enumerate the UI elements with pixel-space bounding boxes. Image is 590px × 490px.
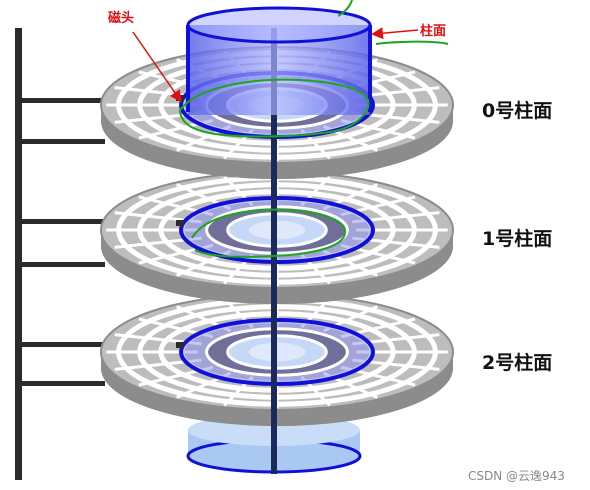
- cylinder-0-label: 0号柱面: [482, 99, 552, 122]
- arm-1-top: [15, 219, 180, 224]
- actuator-assembly: [15, 28, 180, 480]
- arm-2-bottom: [15, 381, 105, 386]
- cylinder-2-label: 2号柱面: [482, 351, 552, 374]
- cylinder-1-label: 1号柱面: [482, 227, 552, 250]
- head-arrow: [132, 31, 182, 103]
- arm-0-top: [15, 98, 180, 103]
- head-label: 磁头: [108, 10, 134, 26]
- arm-2-top: [15, 342, 180, 347]
- cylinder-face-arrow: [371, 27, 419, 40]
- annotation-green: [179, 0, 449, 258]
- arm-1-bottom: [15, 262, 105, 267]
- arm-0-bottom: [15, 139, 105, 144]
- read-write-head-1: [176, 220, 184, 226]
- spindle-shaft: [271, 28, 277, 474]
- cylinder-face-label: 柱面: [420, 23, 446, 39]
- read-write-head-2: [176, 342, 184, 348]
- cylinder-surface: [186, 6, 372, 115]
- watermark: CSDN @云逸943: [468, 469, 565, 483]
- annotation-arrows: [132, 27, 419, 103]
- actuator-post: [15, 28, 22, 480]
